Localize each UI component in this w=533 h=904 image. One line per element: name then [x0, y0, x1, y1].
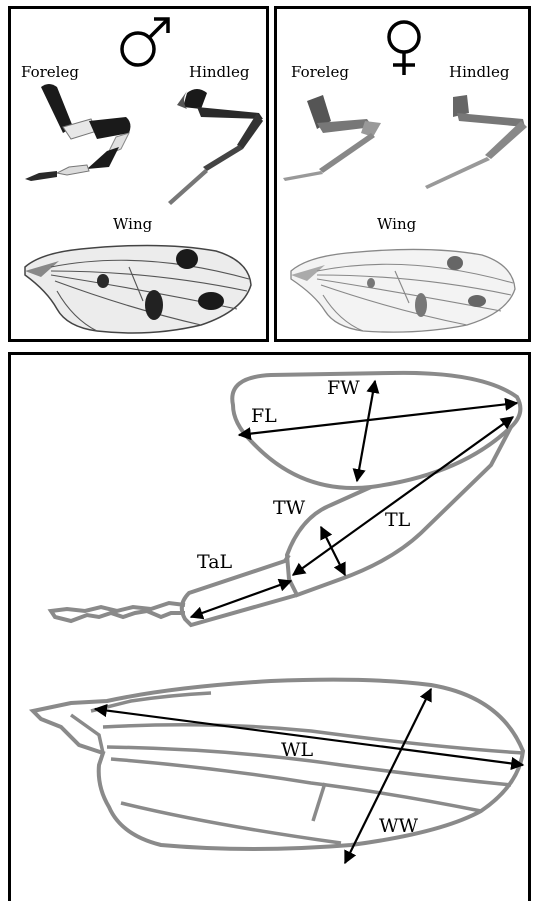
ww-label: WW [379, 815, 418, 837]
male-hindleg-image [168, 89, 263, 205]
tal-label: TaL [197, 551, 232, 573]
fw-label: FW [327, 377, 360, 399]
female-wing-label: Wing [377, 215, 416, 233]
female-hindleg-label: Hindleg [449, 63, 509, 81]
tl-arrow [293, 417, 513, 575]
measurement-arrows [95, 381, 523, 863]
tarsus-outline [51, 555, 297, 625]
female-specimens [277, 9, 533, 345]
fl-label: FL [251, 405, 277, 427]
female-panel: Foreleg Hindleg Wing [274, 6, 531, 342]
male-wing-label: Wing [113, 215, 152, 233]
wing-outline [33, 680, 523, 849]
female-symbol-icon [389, 22, 419, 75]
male-foreleg-image [25, 84, 130, 181]
measurement-diagram [11, 355, 533, 904]
tw-label: TW [273, 497, 305, 519]
female-hindleg-image [425, 95, 527, 189]
measurement-diagram-panel: FW FL TW TL TaL WL WW [8, 352, 531, 901]
male-symbol-icon [122, 19, 168, 65]
male-wing-image [25, 245, 251, 333]
female-foreleg-image [283, 95, 381, 181]
female-foreleg-label: Foreleg [291, 63, 349, 81]
male-panel: Foreleg Hindleg Wing [8, 6, 269, 342]
male-foreleg-label: Foreleg [21, 63, 79, 81]
female-wing-image [291, 249, 515, 332]
fl-arrow [239, 403, 517, 435]
male-hindleg-label: Hindleg [189, 63, 249, 81]
wl-label: WL [281, 739, 313, 761]
tl-label: TL [385, 509, 410, 531]
male-specimens [11, 9, 272, 345]
